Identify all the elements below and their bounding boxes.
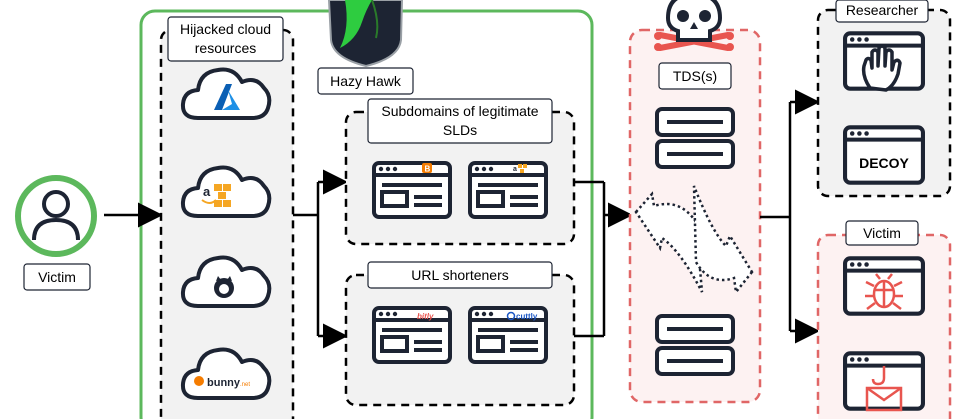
- arrow-tds-branch: [760, 89, 820, 344]
- bunny-text: bunny: [207, 377, 241, 389]
- tds-label: TDS(s): [673, 68, 717, 84]
- victim-phishing-browser-icon: [845, 353, 923, 412]
- victim-left-avatar-icon: [15, 175, 97, 257]
- shorteners-title-box: URL shorteners: [367, 261, 553, 289]
- subdomain-browser-blogger-icon: B: [374, 163, 450, 217]
- svg-text:.net: .net: [240, 382, 250, 388]
- tds-redirect-arrows-icon: [634, 185, 754, 296]
- researcher-label: Researcher: [846, 2, 919, 18]
- hazy-hawk-logo-icon: [327, 0, 404, 68]
- azure-cloud-icon: [180, 67, 272, 120]
- svg-text:a: a: [203, 184, 211, 199]
- github-cloud-icon: [180, 255, 272, 308]
- researcher-decoy-browser-icon: DECOY: [845, 127, 923, 182]
- victim-right-label: Victim: [863, 225, 901, 241]
- bunny-cloud-icon: bunny .net: [180, 347, 272, 400]
- victim-left-label-box: Victim: [23, 263, 91, 291]
- subdomains-title-line1: Subdomains of legitimate: [381, 103, 538, 119]
- svg-text:a: a: [513, 166, 517, 173]
- shortener-browser-bitly-icon: bitly: [374, 308, 450, 362]
- hazy-hawk-label-box: Hazy Hawk: [317, 67, 414, 95]
- bitly-text: bitly: [417, 312, 434, 321]
- svg-text:B: B: [425, 165, 431, 174]
- researcher-stop-hand-browser-icon: [845, 33, 923, 92]
- researcher-label-box: Researcher: [835, 0, 929, 23]
- shorteners-title: URL shorteners: [411, 267, 509, 283]
- shortener-browser-cuttly-icon: cuttly: [470, 308, 546, 362]
- cloud-resources-title-line2: resources: [195, 40, 256, 56]
- subdomains-title-box: Subdomains of legitimate SLDs: [367, 98, 553, 144]
- decoy-text: DECOY: [859, 155, 909, 171]
- victim-malware-browser-icon: [845, 258, 923, 313]
- arrow-to-tds: [574, 180, 633, 338]
- victim-left-label: Victim: [38, 269, 76, 285]
- subdomain-browser-aws-icon: a: [470, 163, 546, 217]
- cloud-resources-title-line1: Hijacked cloud: [180, 21, 271, 37]
- hazy-hawk-label: Hazy Hawk: [330, 73, 402, 89]
- victim-right-label-box: Victim: [845, 220, 919, 246]
- skull-crossbones-icon: [654, 0, 734, 51]
- subdomains-title-line2: SLDs: [443, 122, 477, 138]
- aws-cloud-icon: a: [180, 165, 272, 218]
- cuttly-text: cuttly: [516, 312, 538, 321]
- tds-label-box: TDS(s): [658, 62, 732, 90]
- cloud-resources-title-box: Hijacked cloud resources: [167, 16, 284, 62]
- arrow-cloud-branch: [293, 169, 348, 349]
